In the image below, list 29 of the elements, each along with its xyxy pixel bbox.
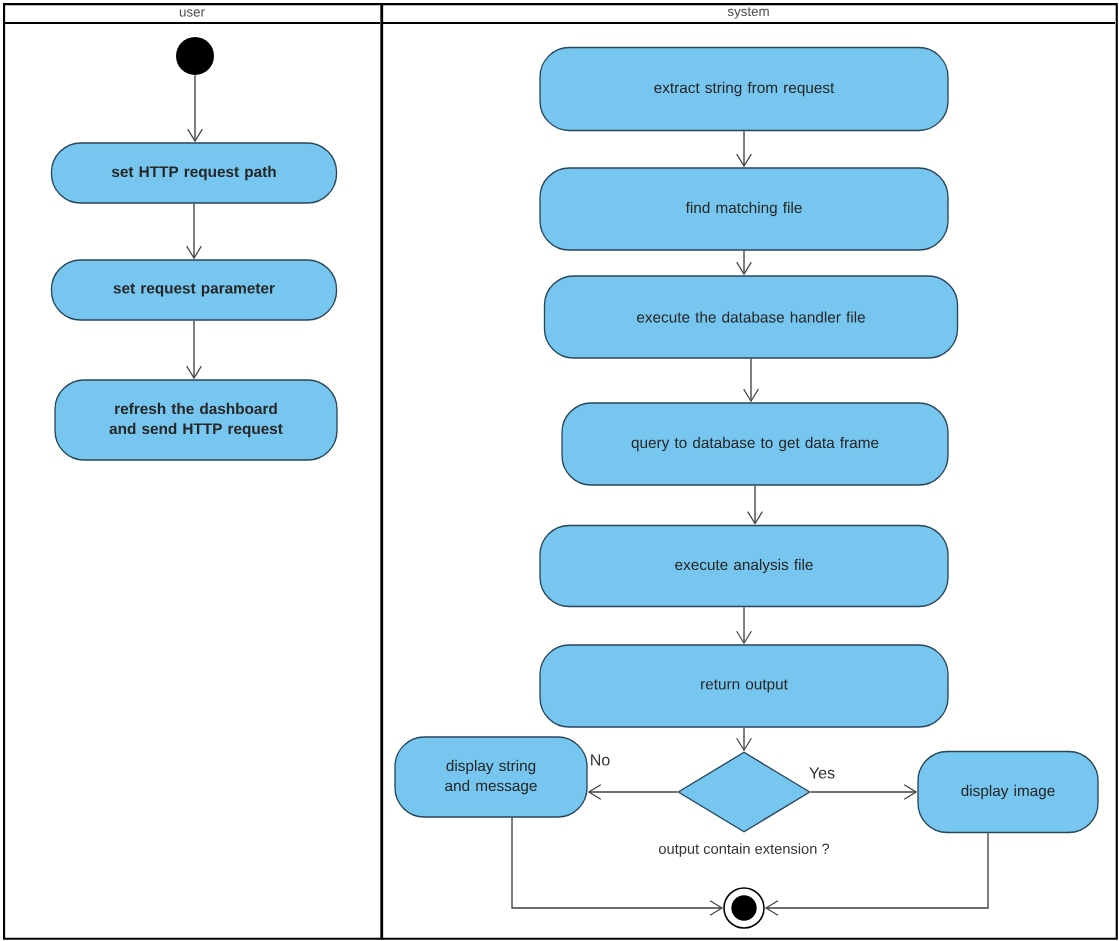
arrow <box>764 832 989 916</box>
action-box: set request parameter <box>50 259 338 321</box>
arrow <box>186 320 202 380</box>
action-box: extract string from request <box>539 46 949 132</box>
arrow <box>743 358 759 403</box>
arrow <box>736 606 752 645</box>
arrow <box>587 784 678 800</box>
edge-label: Yes <box>807 766 837 780</box>
action-box: display string and message <box>394 736 588 818</box>
action-box: return output <box>539 644 949 728</box>
arrow <box>511 817 724 916</box>
arrow <box>736 727 752 752</box>
action-box: query to database to get data frame <box>561 402 949 486</box>
action-box: set HTTP request path <box>50 142 338 204</box>
action-box: display image <box>917 750 1099 834</box>
arrow <box>736 250 752 276</box>
action-box: execute the database handler file <box>543 275 959 359</box>
final-node <box>723 887 765 929</box>
decision-label: output contain extension ? <box>659 843 830 857</box>
initial-node <box>176 37 214 75</box>
arrow <box>736 130 752 168</box>
arrow <box>186 203 202 260</box>
arrow <box>187 74 203 143</box>
arrow <box>810 784 918 800</box>
action-box: execute analysis file <box>539 524 949 608</box>
edge-label: No <box>588 753 612 767</box>
action-box: refresh the dashboard and send HTTP request <box>54 379 338 461</box>
arrow <box>747 485 763 525</box>
action-box: find matching file <box>539 167 949 251</box>
